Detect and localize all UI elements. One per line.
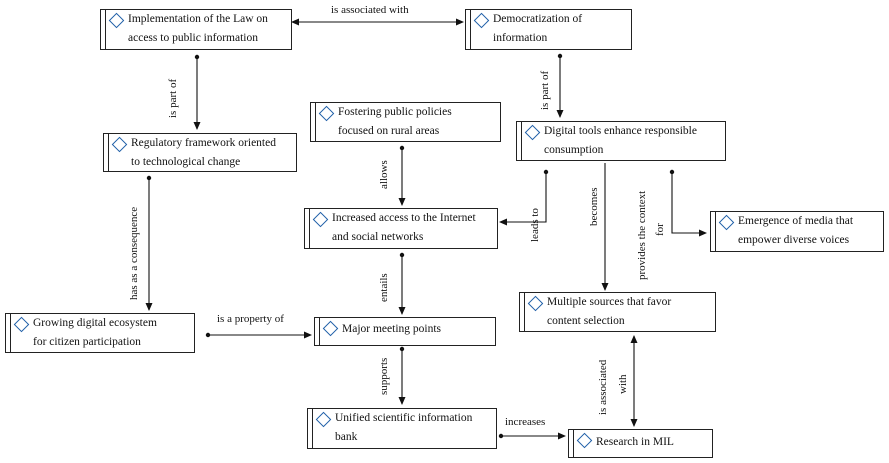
node-ecosystem-label: Growing digital ecosystem for citizen pa… <box>33 317 157 348</box>
link-origin-dot <box>399 145 405 151</box>
link-origin-dot <box>543 169 549 175</box>
link-origin-dot <box>205 332 211 338</box>
link-origin-dot <box>498 433 504 439</box>
label-supports: supports <box>378 357 390 395</box>
node-meeting-label: Major meeting points <box>342 323 442 335</box>
node-unified-bank-label: Unified scientific information bank <box>335 412 473 443</box>
concept-diamond-icon <box>312 211 329 228</box>
node-democratization[interactable]: Democratization of information <box>465 9 632 50</box>
concept-diamond-icon <box>473 12 490 29</box>
node-unified-bank[interactable]: Unified scientific information bank <box>307 408 497 449</box>
link-origin-dot <box>194 54 200 60</box>
label-allows: allows <box>378 160 390 189</box>
link-digital-tools-media <box>671 172 707 237</box>
node-ecosystem[interactable]: Growing digital ecosystem for citizen pa… <box>5 313 195 353</box>
node-fostering-label: Fostering public policies focused on rur… <box>338 106 452 137</box>
concept-diamond-icon <box>108 12 125 29</box>
node-meeting[interactable]: Major meeting points <box>314 317 496 346</box>
node-fostering[interactable]: Fostering public policies focused on rur… <box>310 102 501 142</box>
node-internet[interactable]: Increased access to the Internet and soc… <box>304 208 498 249</box>
node-research[interactable]: Research in MIL <box>568 429 713 458</box>
concept-diamond-icon <box>13 316 30 333</box>
label-provides-context-1: provides the context <box>636 190 648 280</box>
link-origin-dot <box>669 169 675 175</box>
label-is-part-of-1: is part of <box>167 78 179 118</box>
label-is-associated-with: is associated with <box>331 4 409 16</box>
link-origin-dot <box>399 252 405 258</box>
label-increases: increases <box>505 416 546 428</box>
node-law-label: Implementation of the Law on access to p… <box>128 13 268 44</box>
node-digital-tools-label: Digital tools enhance responsible consum… <box>544 125 697 156</box>
node-regulatory-label: Regulatory framework oriented to technol… <box>131 137 276 168</box>
label-has-as-consequence: has as a consequence <box>128 206 140 300</box>
node-regulatory[interactable]: Regulatory framework oriented to technol… <box>103 133 297 172</box>
link-origin-dot <box>399 346 405 352</box>
label-is-associated-with-v2: with <box>617 374 629 394</box>
node-multiple-sources-label: Multiple sources that favor content sele… <box>547 296 672 327</box>
concept-diamond-icon <box>527 295 544 312</box>
link-origin-dot <box>146 175 152 181</box>
label-is-part-of-2: is part of <box>539 70 551 110</box>
label-is-property-of: is a property of <box>217 313 284 325</box>
label-leads-to: leads to <box>529 208 541 242</box>
node-internet-label: Increased access to the Internet and soc… <box>332 212 476 243</box>
concept-diamond-icon <box>315 411 332 428</box>
concept-diamond-icon <box>576 432 593 449</box>
concept-diamond-icon <box>322 320 339 337</box>
label-is-associated-with-v1: is associated <box>597 359 609 415</box>
node-digital-tools[interactable]: Digital tools enhance responsible consum… <box>516 121 726 161</box>
node-media-label: Emergence of media that empower diverse … <box>738 215 854 246</box>
label-becomes: becomes <box>588 187 600 226</box>
node-multiple-sources[interactable]: Multiple sources that favor content sele… <box>519 292 716 332</box>
concept-diamond-icon <box>318 105 335 122</box>
link-digital-tools-internet <box>499 172 547 226</box>
node-media[interactable]: Emergence of media that empower diverse … <box>710 211 884 252</box>
concept-diamond-icon <box>718 214 735 231</box>
label-entails: entails <box>378 273 390 302</box>
node-democratization-label: Democratization of information <box>493 13 583 44</box>
node-research-label: Research in MIL <box>596 436 674 448</box>
concept-diamond-icon <box>111 136 128 153</box>
link-origin-dot <box>557 53 563 59</box>
concept-diamond-icon <box>524 124 541 141</box>
node-law[interactable]: Implementation of the Law on access to p… <box>100 9 292 50</box>
label-provides-context-2: for <box>654 223 666 236</box>
